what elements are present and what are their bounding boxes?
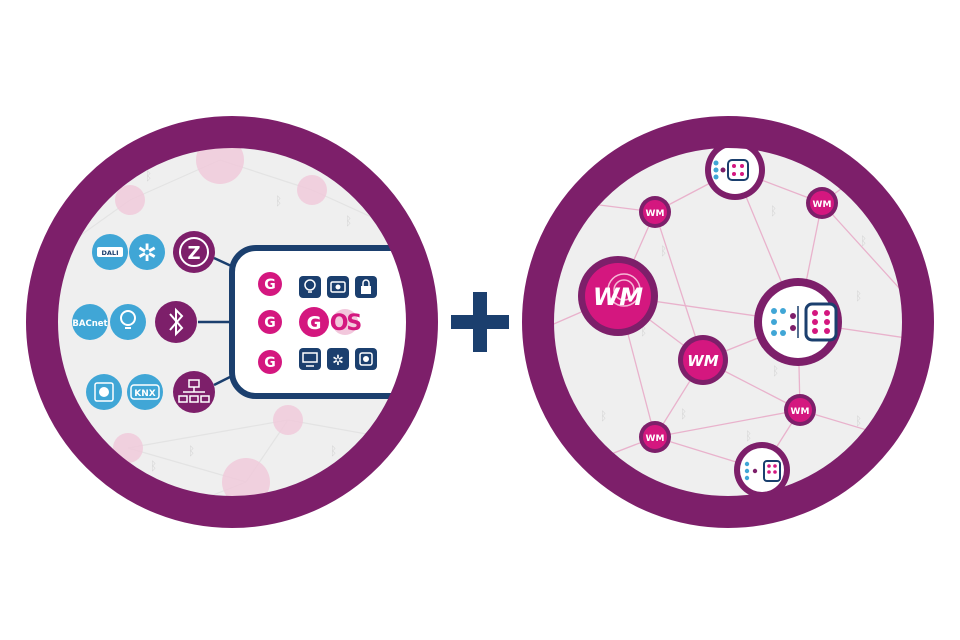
svg-text:ᛒ: ᛒ <box>860 234 867 248</box>
svg-text:ᛒ: ᛒ <box>345 214 352 228</box>
monitor-icon <box>299 348 321 370</box>
right-ring <box>522 116 934 528</box>
faded-node <box>115 185 145 215</box>
wm-node: WM <box>784 394 816 426</box>
svg-text:G: G <box>307 313 322 334</box>
svg-text:G: G <box>264 315 276 331</box>
g-badge: G <box>258 350 282 374</box>
svg-text:G: G <box>264 277 276 293</box>
left-ring <box>26 116 438 528</box>
bulb-icon <box>299 276 321 298</box>
zwave-icon: Z <box>173 231 215 273</box>
button-icon <box>355 348 377 370</box>
gos-logo: G OS <box>299 307 363 337</box>
plus-sign <box>451 292 509 352</box>
svg-text:✲: ✲ <box>332 353 344 369</box>
svg-text:WM: WM <box>687 352 719 370</box>
svg-text:WM: WM <box>791 407 810 417</box>
svg-text:ᛒ: ᛒ <box>770 204 777 218</box>
svg-text:WM: WM <box>646 209 665 219</box>
network-icon <box>173 371 215 413</box>
svg-text:DALI: DALI <box>102 249 119 257</box>
knx-badge: KNX <box>127 374 163 410</box>
bacnet-badge: BACnet <box>72 304 108 340</box>
wm-node: WM <box>639 196 671 228</box>
right-panel: ᛒ ᛒ ᛒ ᛒ ᛒ ᛒ ᛒ ᛒ ᛒ ᛒ WM WM <box>522 116 934 528</box>
svg-text:ᛒ: ᛒ <box>680 407 687 421</box>
hub-node-top <box>705 140 765 200</box>
lock-icon <box>355 276 377 298</box>
svg-text:✲: ✲ <box>137 239 157 267</box>
g-badge: G <box>258 272 282 296</box>
bluetooth-icon <box>155 301 197 343</box>
left-panel: ᛒ ᛒ ᛒ ᛒ ᛒ ᛒ G G <box>26 116 438 528</box>
hub-node-right <box>754 278 842 366</box>
bulb-icon <box>110 304 146 340</box>
wm-node: WM <box>678 335 728 385</box>
wm-node: WM <box>806 187 838 219</box>
svg-text:ᛒ: ᛒ <box>640 324 647 338</box>
hub-node-bottom <box>734 442 790 498</box>
fan-icon: ✲ <box>129 234 165 270</box>
right-mesh-network: ᛒ ᛒ ᛒ ᛒ ᛒ ᛒ ᛒ ᛒ ᛒ ᛒ WM WM <box>539 140 918 512</box>
svg-text:ᛒ: ᛒ <box>330 444 337 458</box>
svg-text:BACnet: BACnet <box>72 319 107 329</box>
svg-text:ᛒ: ᛒ <box>600 409 607 423</box>
svg-text:KNX: KNX <box>134 389 156 399</box>
svg-text:ᛒ: ᛒ <box>855 289 862 303</box>
svg-text:OS: OS <box>330 311 362 336</box>
wm-node: WM <box>639 421 671 453</box>
faded-node <box>297 175 327 205</box>
svg-text:ᛒ: ᛒ <box>772 364 779 378</box>
svg-text:ᛒ: ᛒ <box>855 414 862 428</box>
dali-badge: DALI <box>92 234 128 270</box>
svg-text:Z: Z <box>187 243 200 264</box>
fan-icon: ✲ <box>327 348 349 370</box>
svg-text:WM: WM <box>646 434 665 444</box>
sun-icon <box>86 374 122 410</box>
svg-text:ᛒ: ᛒ <box>150 459 157 473</box>
faded-node <box>113 433 143 463</box>
svg-text:ᛒ: ᛒ <box>275 194 282 208</box>
svg-text:WM: WM <box>593 283 643 311</box>
faded-node <box>273 405 303 435</box>
svg-text:ᛒ: ᛒ <box>188 444 195 458</box>
svg-text:ᛒ: ᛒ <box>745 429 752 443</box>
g-badge: G <box>258 310 282 334</box>
gateway-box: G G G <box>229 245 422 399</box>
svg-text:G: G <box>264 355 276 371</box>
svg-text:WM: WM <box>813 200 832 210</box>
wm-node-large: WM <box>578 256 658 336</box>
svg-text:ᛒ: ᛒ <box>660 244 667 258</box>
svg-text:ᛒ: ᛒ <box>145 169 152 183</box>
faded-node <box>222 458 270 506</box>
camera-icon <box>327 276 349 298</box>
